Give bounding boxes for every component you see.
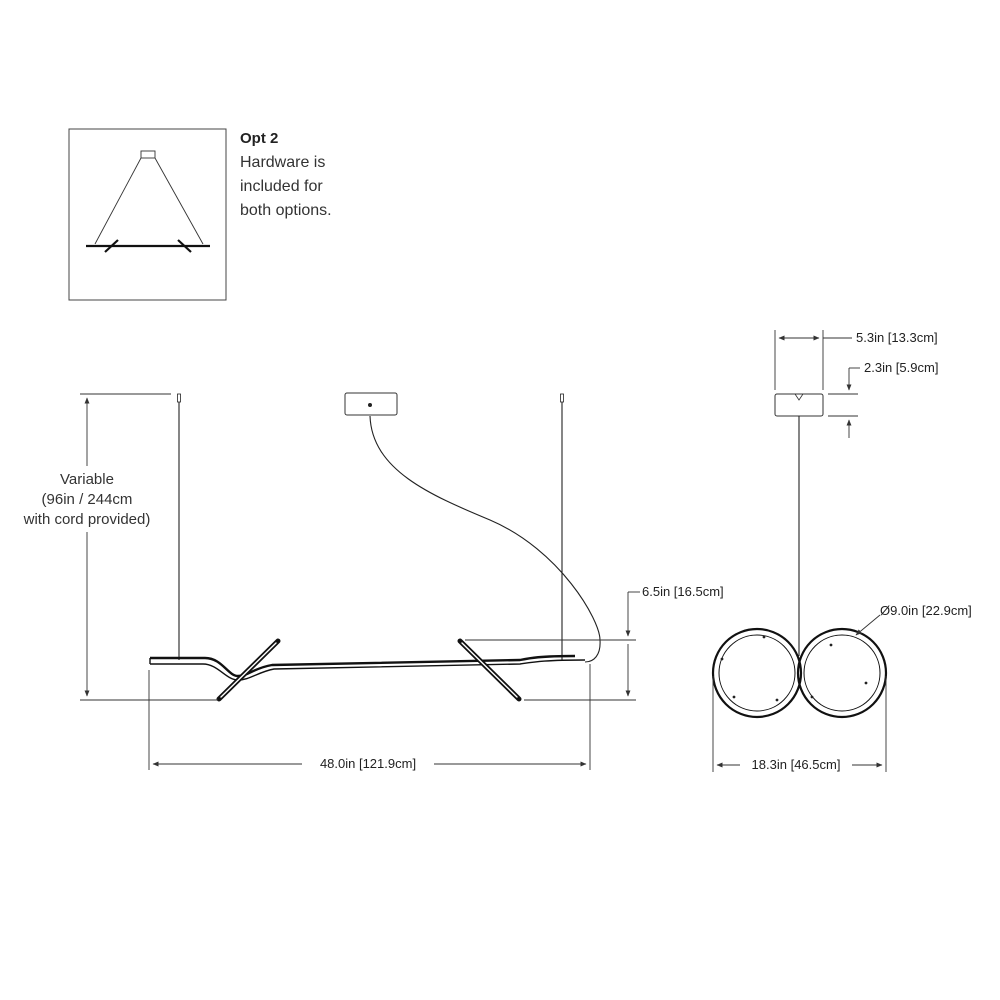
variable-label-line-1: Variable — [60, 471, 114, 488]
light-blade-left-highlight — [220, 642, 277, 698]
cable-gripper-right — [560, 393, 564, 403]
inset-canopy — [140, 150, 156, 159]
canopy-width-dimension — [774, 330, 852, 390]
option-2-inset — [68, 128, 227, 301]
ring-right-dot-3 — [810, 695, 814, 699]
side-elevation — [711, 393, 888, 719]
cable-gripper-left — [177, 393, 181, 403]
overall-width-dimension — [712, 676, 887, 772]
fixture-ribbon-bottom — [150, 659, 586, 681]
side-canopy — [774, 393, 824, 417]
variable-height-dimension — [80, 393, 218, 701]
ring-diameter-label: Ø9.0in [22.9cm] — [880, 603, 972, 618]
ring-left-dot-4 — [775, 698, 779, 702]
variable-label-line-2: (96in / 244cm — [42, 491, 133, 508]
ring-left-outer — [711, 627, 803, 719]
option-note-line-1: Hardware is — [240, 154, 325, 171]
ring-right-outer — [796, 627, 888, 719]
side-canopy-mark — [794, 393, 804, 401]
inset-frame — [68, 128, 227, 301]
variable-label-line-3: with cord provided) — [23, 511, 151, 528]
light-blade-right-highlight — [461, 642, 518, 698]
canopy-center-dot — [368, 403, 372, 407]
ring-right-dot-1 — [829, 643, 833, 647]
body-height-dimension — [465, 591, 640, 701]
ring-right-dot-2 — [864, 681, 868, 685]
canopy-width-label: 5.3in [13.3cm] — [856, 330, 938, 345]
canopy-height-dimension — [828, 367, 860, 438]
power-cord — [369, 415, 601, 663]
inset-cable-left — [94, 157, 142, 245]
inset-fixture-blade-left — [104, 239, 119, 253]
option-note-line-3: both options. — [240, 202, 332, 219]
inset-fixture-blade-right — [177, 239, 192, 253]
length-dimension — [148, 664, 591, 770]
ring-right-inner — [803, 634, 881, 712]
length-label: 48.0in [121.9cm] — [320, 756, 416, 771]
ring-diameter-callout — [855, 614, 881, 636]
overall-width-label: 18.3in [46.5cm] — [752, 757, 841, 772]
front-elevation — [149, 392, 601, 702]
ring-left-dot-3 — [732, 695, 736, 699]
body-height-label: 6.5in [16.5cm] — [642, 584, 724, 599]
ring-left-inner — [718, 634, 796, 712]
option-title: Opt 2 — [240, 130, 278, 147]
ring-diameter-leader — [855, 614, 881, 636]
canopy-height-label: 2.3in [5.9cm] — [864, 360, 938, 375]
option-note-line-2: included for — [240, 178, 323, 195]
ring-left-dot-1 — [720, 657, 724, 661]
ring-left-dot-2 — [762, 635, 766, 639]
fixture-ribbon-top — [150, 654, 576, 678]
inset-cable-right — [154, 157, 204, 245]
